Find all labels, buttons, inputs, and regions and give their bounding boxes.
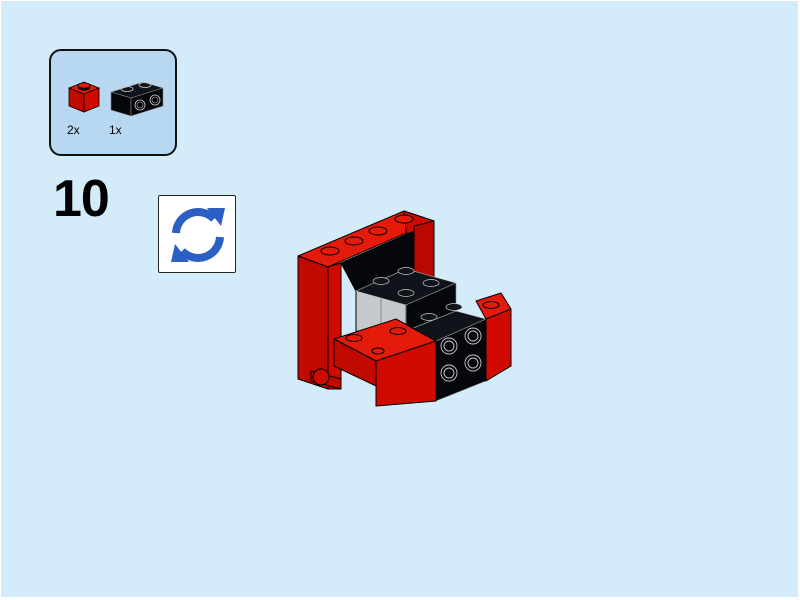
- rotate-arrows-icon: [171, 208, 225, 262]
- parts-callout: 2x 1x: [49, 49, 177, 156]
- red-1x1-brick-icon: [67, 81, 101, 113]
- part-quantity: 2x: [67, 123, 80, 137]
- step-number: 10: [53, 170, 110, 228]
- part-quantity: 1x: [109, 123, 122, 137]
- rotate-view-button[interactable]: [158, 195, 236, 273]
- black-1x2-side-stud-brick-icon: [109, 81, 165, 117]
- model-illustration: [297, 210, 512, 407]
